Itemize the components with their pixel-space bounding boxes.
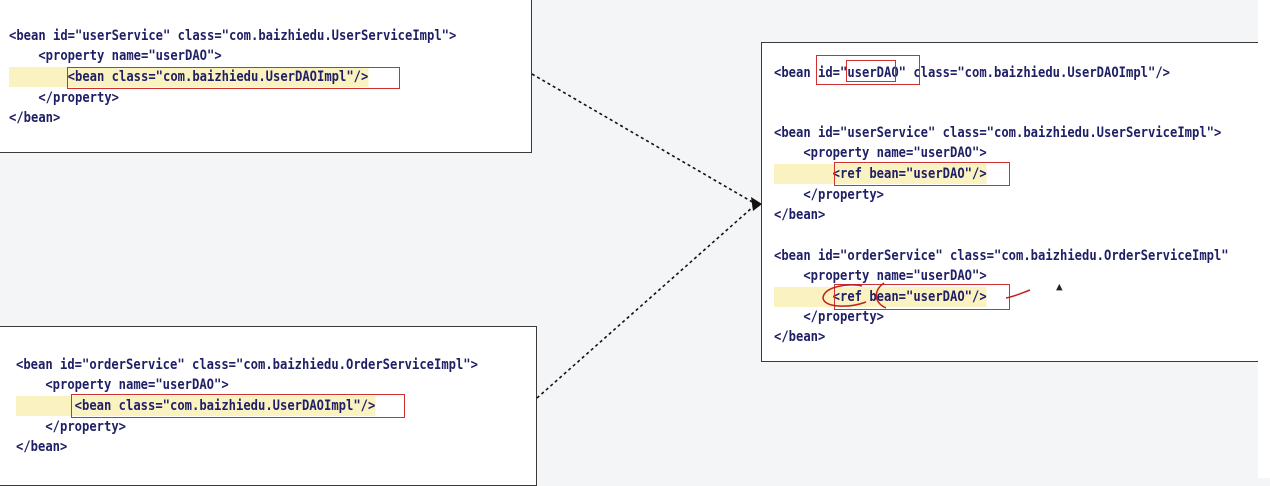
refactored-config-panel: <bean id="userDAO" class="com.baizhiedu.…: [761, 42, 1259, 362]
code-line: <bean id="userService" class="com.baizhi…: [9, 28, 457, 44]
code-line: </bean>: [16, 439, 68, 455]
id-highlight-box: [816, 55, 920, 85]
code-line: </property>: [774, 309, 885, 325]
dashed-arrow-bottom: [536, 205, 755, 399]
code-line: <bean id="userService" class="com.baizhi…: [774, 125, 1222, 141]
ref-highlight-box: [834, 162, 1010, 186]
inner-bean-highlight-box: [71, 394, 405, 418]
user-service-inline-panel: <bean id="userService" class="com.baizhi…: [0, 0, 532, 153]
code-line-ref: <ref bean="userDAO"/>: [774, 164, 987, 184]
code-line: <bean id="orderService" class="com.baizh…: [16, 357, 478, 373]
code-line: </property>: [774, 187, 885, 203]
inner-bean-highlight-box: [67, 67, 400, 89]
code-line: </bean>: [9, 110, 61, 126]
dashed-arrow-top: [531, 73, 755, 204]
code-line: <property name="userDAO">: [774, 145, 987, 161]
code-line: <property name="userDAO">: [774, 268, 987, 284]
code-line: <property name="userDAO">: [9, 48, 222, 64]
code-line: </bean>: [774, 207, 826, 223]
mouse-cursor-icon: ▲: [1056, 280, 1063, 293]
code-line: </property>: [9, 90, 120, 106]
code-line: </bean>: [774, 329, 826, 345]
code-line: <property name="userDAO">: [16, 377, 229, 393]
right-edge-bar: [1258, 0, 1270, 478]
code-line: <bean id="orderService" class="com.baizh…: [774, 248, 1229, 264]
code-line-inner-bean: <bean class="com.baizhiedu.UserDAOImpl"/…: [16, 396, 376, 416]
userdao-highlight-box: [846, 60, 896, 82]
order-service-inline-panel: <bean id="orderService" class="com.baizh…: [0, 326, 537, 486]
code-line: </property>: [16, 419, 127, 435]
code-line-userdao-bean: <bean id="userDAO" class="com.baizhiedu.…: [774, 65, 1170, 81]
code-line-inner-bean: <bean class="com.baizhiedu.UserDAOImpl"/…: [9, 67, 369, 87]
ref-highlight-box: [834, 284, 1010, 310]
